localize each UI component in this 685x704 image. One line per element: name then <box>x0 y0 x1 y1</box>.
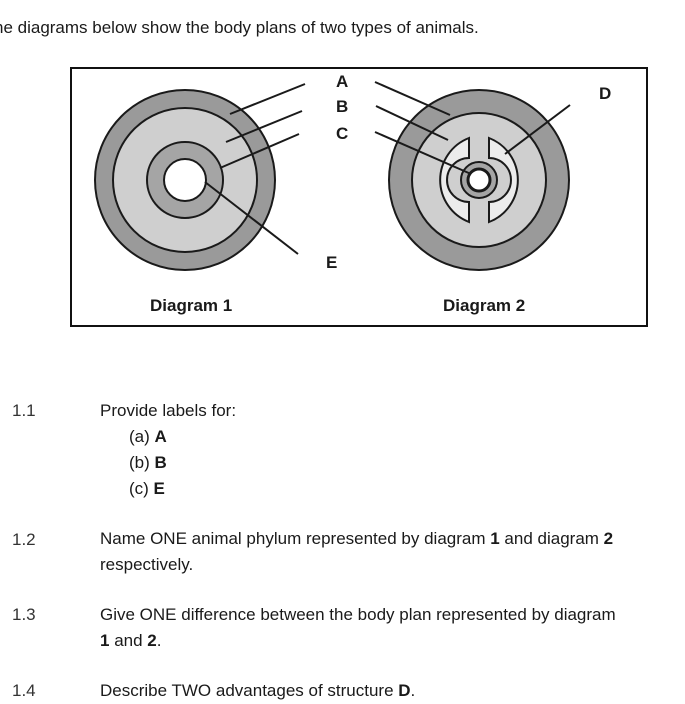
text-part: 2 <box>147 631 157 650</box>
question-1-4-text: Describe TWO advantages of structure D. <box>100 678 685 704</box>
text-part: and diagram <box>499 529 604 548</box>
item-prefix: (a) <box>129 427 155 446</box>
item-label: B <box>154 453 167 472</box>
question-number-1-1: 1.1 <box>12 401 36 420</box>
question-number-1-3: 1.3 <box>12 605 36 624</box>
body-plan-diagrams: A B C D E Diagram 1 Diagram 2 <box>94 72 611 315</box>
label-c: C <box>336 124 348 143</box>
diagram-2 <box>374 81 571 271</box>
question-number-1-2: 1.2 <box>12 530 36 549</box>
text-part: . <box>410 681 416 700</box>
question-1-1-item-b: (b) B <box>129 453 167 473</box>
text-part: Describe TWO advantages of structure <box>100 681 399 700</box>
caption-diagram-1: Diagram 1 <box>150 296 232 315</box>
text-part: Name ONE animal phylum represented by di… <box>100 529 491 548</box>
text-part: . <box>156 631 162 650</box>
label-d: D <box>599 84 611 103</box>
question-1-1-item-c: (c) E <box>129 479 165 499</box>
question-1-2-text: Name ONE animal phylum represented by di… <box>100 526 685 578</box>
diagram-1 <box>94 83 306 271</box>
question-1-1-item-a: (a) A <box>129 427 167 447</box>
text-part: 1 <box>490 529 500 548</box>
label-b: B <box>336 97 348 116</box>
label-a: A <box>336 72 348 91</box>
item-prefix: (b) <box>129 453 155 472</box>
body-plan-figure: A B C D E Diagram 1 Diagram 2 <box>70 67 648 327</box>
label-e: E <box>326 253 337 272</box>
item-label: A <box>154 427 167 446</box>
text-part: Give ONE difference between the body pla… <box>100 605 616 624</box>
text-part: 2 <box>603 529 614 548</box>
caption-diagram-2: Diagram 2 <box>443 296 525 315</box>
item-prefix: (c) <box>129 479 154 498</box>
question-1-1-text: Provide labels for: <box>100 401 237 420</box>
intro-text: he diagrams below show the body plans of… <box>0 18 479 37</box>
question-number-1-4: 1.4 <box>12 681 36 700</box>
item-label: E <box>153 479 165 498</box>
text-part: and <box>109 631 148 650</box>
question-1-3-text: Give ONE difference between the body pla… <box>100 602 685 654</box>
text-part: D <box>398 681 411 700</box>
text-part: respectively. <box>100 555 194 574</box>
text-part: 1 <box>100 631 110 650</box>
